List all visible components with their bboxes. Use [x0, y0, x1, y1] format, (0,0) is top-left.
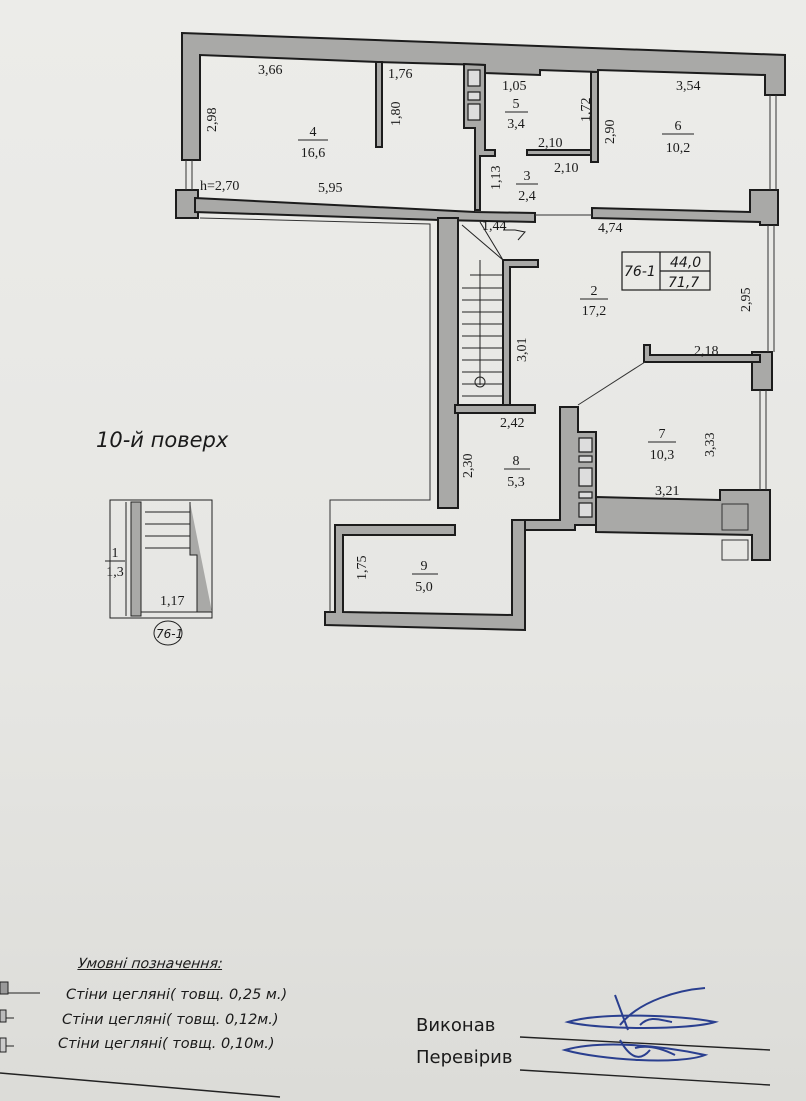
room-6-area: 10,2: [666, 141, 691, 156]
floor-label: 10-й поверх: [96, 428, 229, 452]
dim-label: 3,21: [655, 484, 680, 499]
vent-icon: [578, 437, 593, 453]
room-2-area: 17,2: [582, 304, 607, 319]
staircase: [461, 221, 526, 397]
room-6-number: 6: [675, 119, 682, 134]
wall-top: [181, 31, 786, 161]
dim-label: 2,10: [538, 136, 563, 151]
vent-icon: [578, 502, 593, 518]
room-5-area: 3,4: [507, 117, 525, 132]
dim-label: 3,54: [676, 79, 701, 94]
room-8-area: 5,3: [507, 475, 525, 490]
wall-stair-bottom: [454, 404, 536, 414]
legend-wall-samples: [0, 981, 40, 1053]
wall-room6-bottom: [591, 189, 779, 226]
room-9-number: 9: [421, 559, 428, 574]
room-9-area: 5,0: [415, 580, 433, 595]
signature: [561, 987, 719, 1062]
performed-by-label: Виконав: [416, 1015, 496, 1036]
vent-icon: [467, 91, 481, 101]
legend-item: Стіни цегляні( товщ. 0,12м.): [62, 1012, 279, 1028]
apartment-id: 76-1: [624, 264, 656, 280]
room-7-area: 10,3: [650, 448, 675, 463]
wall-room5-right: [590, 71, 599, 163]
dim-label: 2,90: [603, 120, 618, 145]
ceiling-height: h=2,70: [200, 179, 239, 194]
dim-label: 2,30: [461, 454, 476, 479]
dim-label: 1,76: [388, 67, 413, 82]
room-2-number: 2: [591, 284, 598, 299]
vent-icon: [467, 69, 481, 87]
apartment-living-area: 44,0: [670, 255, 701, 271]
vent-icon: [578, 455, 593, 463]
legend-title: Умовні позначення:: [77, 956, 224, 972]
room-3-area: 2,4: [518, 189, 536, 204]
dim-label: 5,95: [318, 181, 343, 196]
vent-icon: [578, 467, 593, 487]
dim-label: 1,72: [579, 98, 594, 123]
wall-stair-left: [437, 217, 459, 509]
dim-label: 3,33: [703, 433, 718, 458]
room-5-number: 5: [513, 97, 520, 112]
dim-label: 1,44: [482, 219, 507, 234]
legend-item: Стіни цегляні( товщ. 0,25 м.): [66, 987, 288, 1003]
vent-icon: [467, 103, 481, 121]
vent-icon: [578, 491, 593, 499]
room-7-number: 7: [659, 427, 666, 442]
dim-label: 2,18: [694, 344, 719, 359]
checked-by-label: Перевірив: [416, 1047, 513, 1068]
room-1-number: 1: [112, 546, 119, 561]
legend-item: Стіни цегляні( товщ. 0,10м.): [58, 1036, 275, 1052]
dim-label: 1,13: [489, 166, 504, 191]
dim-label: 1,17: [160, 594, 185, 609]
wall-partition: [375, 61, 383, 148]
dim-label: 2,98: [205, 108, 220, 133]
room-labels: 1 1,3 2 17,2 3 2,4 4 16,6 5 3,4 6 10,2 7…: [105, 97, 694, 595]
dim-label: 3,66: [258, 63, 283, 78]
room-1-area: 1,3: [106, 565, 124, 580]
wall-room4-bottom: [194, 196, 536, 224]
apartment-total-area: 71,7: [668, 275, 699, 291]
wall-shaft: [514, 406, 597, 531]
dim-label: 3,01: [515, 338, 530, 363]
dim-label: 4,74: [598, 221, 623, 236]
dim-label: 2,95: [739, 288, 754, 313]
dim-label: 2,42: [500, 416, 525, 431]
room-3-number: 3: [524, 169, 531, 184]
dim-label: 1,80: [389, 102, 404, 127]
room-8-number: 8: [513, 454, 520, 469]
stair-inset: [109, 499, 213, 646]
wall-room7-bottom: [595, 489, 771, 561]
room-4-area: 16,6: [301, 146, 326, 161]
dim-label: 1,75: [355, 556, 370, 581]
dim-label: 1,05: [502, 79, 527, 94]
dimension-labels: 3,66 1,76 2,98 1,80 h=2,70 5,95 1,05 1,7…: [160, 63, 754, 609]
wall-room9: [324, 519, 526, 632]
dim-label: 2,10: [554, 161, 579, 176]
room-4-number: 4: [310, 125, 317, 140]
apartment-id-circle: 76-1: [156, 627, 183, 641]
wall-room7-top: [643, 344, 761, 363]
wall-stair-right: [502, 259, 539, 409]
